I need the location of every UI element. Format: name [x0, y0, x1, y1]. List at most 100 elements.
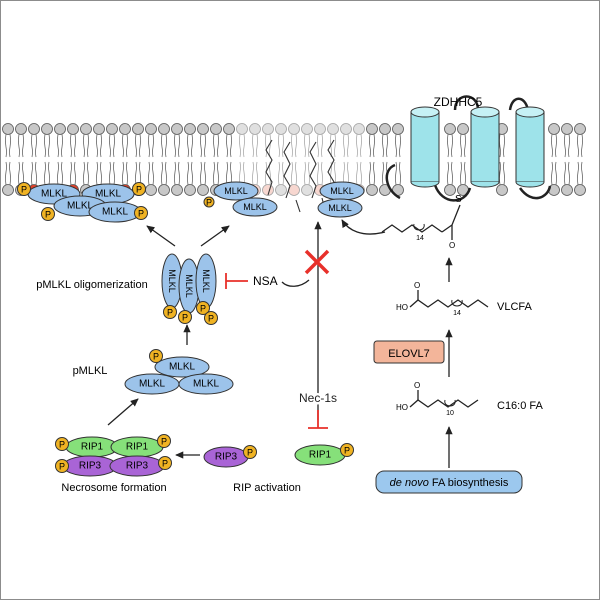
nec1s-inhibition-bar-icon	[308, 410, 328, 429]
phosphate-label: P	[206, 198, 212, 208]
lipid	[145, 161, 157, 196]
lipid	[184, 161, 196, 196]
lipid-tail	[360, 133, 362, 158]
lipid	[54, 123, 66, 158]
vlcfa-label: VLCFA	[497, 301, 533, 313]
lipid-tail	[460, 133, 462, 158]
lipid-tail	[356, 133, 358, 158]
lipid-tail	[135, 161, 137, 186]
lipid-tail	[126, 161, 128, 186]
lipid	[67, 123, 79, 158]
lipid-tail	[35, 161, 37, 186]
lipid-head	[93, 123, 105, 135]
lipid-tail	[555, 133, 557, 158]
phosphate-circle	[243, 445, 257, 459]
svg-text:O: O	[414, 381, 420, 390]
mlkl: MLKL	[88, 201, 142, 223]
lipid	[457, 123, 469, 158]
lipid-tail	[321, 161, 323, 186]
lipid	[171, 161, 183, 196]
lipid-tail	[356, 161, 358, 186]
lipid-tail	[200, 133, 202, 158]
phosphate-icon: P	[157, 434, 171, 448]
lipid-tail	[399, 161, 401, 186]
lipid-tail	[334, 161, 336, 186]
lipid-tail	[447, 133, 449, 158]
lipid-tail	[373, 133, 375, 158]
mlkl-label: MLKL	[224, 186, 248, 196]
lipid-head	[145, 184, 157, 196]
lipid	[548, 161, 560, 196]
helix-bottom	[515, 181, 545, 188]
lipid-tail	[135, 133, 137, 158]
lipid-tail	[113, 161, 115, 186]
phosphate-label: P	[161, 437, 167, 447]
lipid-tail	[44, 133, 46, 158]
lipid	[561, 161, 573, 196]
phosphate-circle	[340, 443, 354, 457]
lipid-head	[158, 123, 170, 135]
lipid-head	[561, 123, 573, 135]
lipid-tail	[295, 161, 297, 186]
lipid-tail	[564, 133, 566, 158]
lipid-tail	[161, 133, 163, 158]
mlkl-shape	[178, 373, 234, 395]
lipid-tail	[551, 133, 553, 158]
transmembrane-helix	[410, 106, 440, 188]
lipid-tail	[5, 133, 7, 158]
pmlkl-label: pMLKL	[73, 365, 108, 377]
lipid-tail	[269, 133, 271, 158]
lipid-tail	[564, 161, 566, 186]
lipid-head	[275, 123, 287, 135]
lipid-tail	[555, 161, 557, 186]
lipid-tail	[126, 133, 128, 158]
fa-biosynthesis-box: de novo FA biosynthesis	[375, 470, 523, 494]
lipid-tail	[9, 133, 11, 158]
lipid-tail	[334, 133, 336, 158]
lipid-head	[366, 123, 378, 135]
lipid-tail	[200, 161, 202, 186]
lipid-tail	[321, 133, 323, 158]
phosphate-circle	[178, 310, 192, 324]
helix-body	[410, 111, 440, 183]
necrosome-label: Necrosome formation	[61, 482, 166, 494]
lipid-tail	[308, 161, 310, 186]
lipid	[145, 123, 157, 158]
lipid-head	[288, 123, 300, 135]
lipid-tail	[317, 161, 319, 186]
lipid-tail	[148, 161, 150, 186]
lipid-tail	[447, 161, 449, 186]
phosphate-icon: P	[55, 459, 69, 473]
lipid-tail	[243, 133, 245, 158]
lipid	[41, 123, 53, 158]
lipid-tail	[187, 161, 189, 186]
lipid	[496, 161, 508, 196]
nsa-curve	[281, 279, 310, 287]
lipid-tail	[347, 161, 349, 186]
lipid-head	[145, 123, 157, 135]
lipid-tail	[31, 161, 33, 186]
lipid-tail	[174, 161, 176, 186]
phosphate-icon: P	[203, 196, 215, 208]
lipid-tail	[373, 161, 375, 186]
lipid	[197, 161, 209, 196]
lipid-tail	[239, 133, 241, 158]
svg-text:O: O	[414, 281, 420, 290]
lipid-tail	[347, 133, 349, 158]
c16-fa-label: C16:0 FA	[497, 400, 544, 412]
mlkl-label: MLKL	[169, 362, 196, 373]
lipid	[301, 161, 313, 196]
lipid	[158, 123, 170, 158]
lipid	[223, 123, 235, 158]
lipid	[132, 123, 144, 158]
rip-activation-label: RIP activation	[233, 482, 301, 494]
lipid-tail	[178, 133, 180, 158]
pmlkl-oligomerization-label: pMLKL oligomerization	[36, 279, 147, 291]
lipid	[574, 161, 586, 196]
lipid-tail	[48, 133, 50, 158]
lipid-head	[340, 123, 352, 135]
